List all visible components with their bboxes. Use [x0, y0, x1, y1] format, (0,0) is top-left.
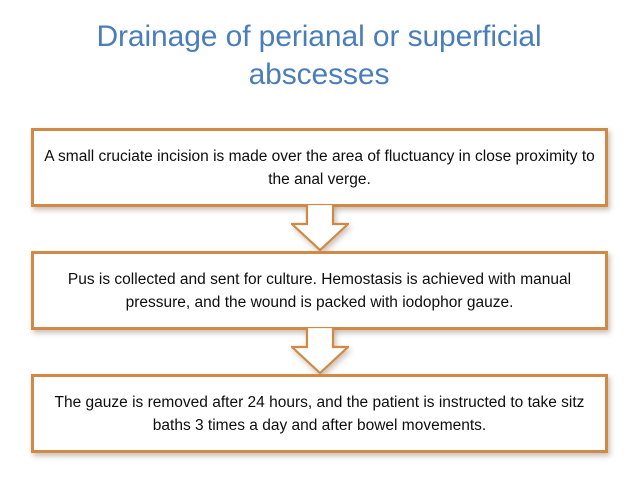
flowchart-step-3[interactable]: The gauze is removed after 24 hours, and…: [31, 374, 608, 453]
arrow-down-icon: [291, 327, 349, 375]
flowchart-step-1-label: A small cruciate incision is made over t…: [44, 147, 595, 188]
flowchart-step-1[interactable]: A small cruciate incision is made over t…: [31, 128, 608, 207]
flowchart-step-2-label: Pus is collected and sent for culture. H…: [67, 270, 572, 311]
flowchart-step-2[interactable]: Pus is collected and sent for culture. H…: [31, 251, 608, 330]
flowchart-step-3-label: The gauze is removed after 24 hours, and…: [54, 393, 585, 434]
arrow-down-icon: [291, 204, 349, 252]
page-title: Drainage of perianal or superficial absc…: [96, 20, 542, 91]
